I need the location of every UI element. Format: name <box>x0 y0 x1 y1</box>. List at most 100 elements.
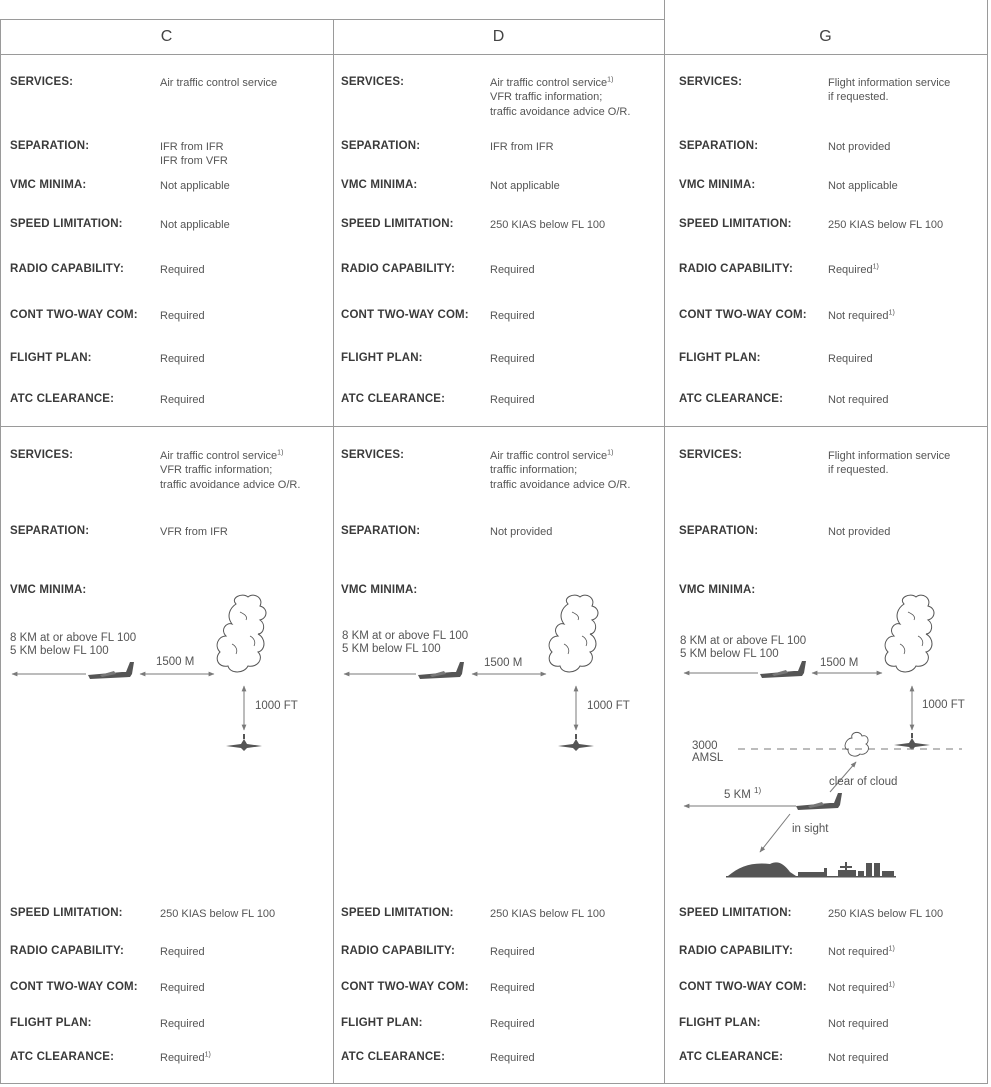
row-value: 250 KIAS below FL 100 <box>490 907 605 922</box>
row-value-text: Air traffic control service <box>160 76 278 89</box>
row-value: Not provided <box>490 525 552 540</box>
row-value-line: IFR from IFR <box>490 140 554 155</box>
row-label: FLIGHT PLAN: <box>10 352 92 364</box>
row-value-line: Required <box>490 981 535 996</box>
row-label: SERVICES: <box>679 449 743 461</box>
footnote-marker: 1) <box>888 944 895 952</box>
row-value-text: Air traffic control service <box>160 449 278 462</box>
row-value: 250 KIAS below FL 100 <box>490 218 605 233</box>
row-value: Air traffic control service1)VFR traffic… <box>160 449 300 493</box>
vis-low-label-g: 5 KM below FL 100 <box>680 648 779 660</box>
footnote-marker: 1) <box>607 75 614 83</box>
row-value-line: Air traffic control service1) <box>490 449 630 464</box>
row-value-text: VFR traffic information; <box>160 464 273 476</box>
row-value: Required <box>490 263 535 278</box>
row-value-text: IFR from IFR <box>160 140 224 153</box>
row-value-text: Required <box>490 309 535 322</box>
aircraft-icon <box>760 661 806 678</box>
row-value-text: Not required <box>828 981 889 994</box>
row-value-text: Required <box>160 352 205 365</box>
row-label: ATC CLEARANCE: <box>341 1051 446 1063</box>
row-value: Required <box>490 309 535 324</box>
row-value-line: Flight information service <box>828 449 950 464</box>
row-value-line: VFR from IFR <box>160 525 228 540</box>
row-value-text: Not required <box>828 945 889 958</box>
five-km-footnote: 1) <box>754 786 762 796</box>
row-value: Not provided <box>828 525 890 540</box>
row-label: RADIO CAPABILITY: <box>679 945 793 957</box>
row-value-line: Required <box>490 393 535 408</box>
vmc-diagram-d <box>343 594 599 751</box>
row-value-line: Required <box>490 1051 535 1066</box>
row-label: SEPARATION: <box>679 525 759 537</box>
row-value-line: Not applicable <box>490 179 560 194</box>
row-value-text: 250 KIAS below FL 100 <box>160 907 276 920</box>
row-value-line: Required <box>160 309 205 324</box>
row-value-line: traffic information; <box>490 463 630 478</box>
row-label: FLIGHT PLAN: <box>679 352 761 364</box>
row-value-line: IFR from VFR <box>160 154 228 169</box>
row-value-text: Required <box>490 945 535 958</box>
row-value: Not required1) <box>828 945 895 960</box>
column-header-g: G <box>819 28 832 45</box>
row-value: Air traffic control service <box>160 76 277 91</box>
row-value-text: Required <box>160 1051 205 1064</box>
vmc-diagram-g <box>683 594 962 878</box>
row-value-line: Required <box>490 1017 535 1032</box>
row-value: Air traffic control service1)VFR traffic… <box>490 76 630 120</box>
aircraft-icon <box>88 662 134 679</box>
row-value-text: Air traffic control service <box>490 449 608 462</box>
vis-low-label-d: 5 KM below FL 100 <box>342 643 441 655</box>
row-value-line: Required <box>490 352 535 367</box>
footnote-marker: 1) <box>888 308 895 316</box>
row-value: 250 KIAS below FL 100 <box>828 907 943 922</box>
row-value-line: 250 KIAS below FL 100 <box>490 218 605 233</box>
row-value: Required <box>160 1017 205 1032</box>
horizontal-distance-label-g: 1500 M <box>820 657 859 669</box>
row-value: Required <box>490 981 535 996</box>
row-value-line: 250 KIAS below FL 100 <box>490 907 605 922</box>
row-value-text: Required <box>490 1051 535 1064</box>
row-value: Not applicable <box>160 179 230 194</box>
row-value-text: 250 KIAS below FL 100 <box>828 907 944 920</box>
row-label: SPEED LIMITATION: <box>679 907 792 919</box>
aircraft-front-icon <box>226 734 262 751</box>
row-value-text: IFR from VFR <box>160 155 228 167</box>
row-value-line: Air traffic control service1) <box>490 76 630 91</box>
row-value-line: Required <box>160 263 205 278</box>
vertical-distance-label-c: 1000 FT <box>255 700 298 712</box>
vertical-distance-label-g: 1000 FT <box>922 699 965 711</box>
footnote-marker: 1) <box>607 448 614 456</box>
row-value-line: if requested. <box>828 90 950 105</box>
row-value-line: VFR traffic information; <box>490 90 630 105</box>
row-value-line: Not provided <box>490 525 552 540</box>
row-value: Required <box>160 981 205 996</box>
row-value-line: traffic avoidance advice O/R. <box>160 478 300 493</box>
row-label: CONT TWO-WAY COM: <box>10 981 138 993</box>
row-value-text: 250 KIAS below FL 100 <box>828 218 944 231</box>
row-label: SPEED LIMITATION: <box>10 218 123 230</box>
row-value-line: IFR from IFR <box>160 140 228 155</box>
aircraft-front-icon <box>894 733 930 750</box>
row-value: Not required <box>828 1051 889 1066</box>
aircraft-front-icon <box>558 734 594 751</box>
row-value: VFR from IFR <box>160 525 228 540</box>
row-label: SPEED LIMITATION: <box>341 218 454 230</box>
row-value: Not applicable <box>160 218 230 233</box>
row-label: SEPARATION: <box>679 140 759 152</box>
row-label: FLIGHT PLAN: <box>679 1017 761 1029</box>
row-value-line: if requested. <box>828 463 950 478</box>
row-value-line: Air traffic control service1) <box>160 449 300 464</box>
row-value: Required <box>490 393 535 408</box>
row-value-line: traffic avoidance advice O/R. <box>490 105 630 120</box>
row-value: Required <box>160 393 205 408</box>
row-value-text: 250 KIAS below FL 100 <box>490 907 606 920</box>
row-value-text: VFR from IFR <box>160 525 228 538</box>
row-value-text: Required <box>490 263 535 276</box>
row-value: Required1) <box>160 1051 211 1066</box>
row-value: 250 KIAS below FL 100 <box>828 218 943 233</box>
row-value-text: Required <box>160 263 205 276</box>
row-value: Not applicable <box>828 179 898 194</box>
row-value-line: Not required <box>828 393 889 408</box>
